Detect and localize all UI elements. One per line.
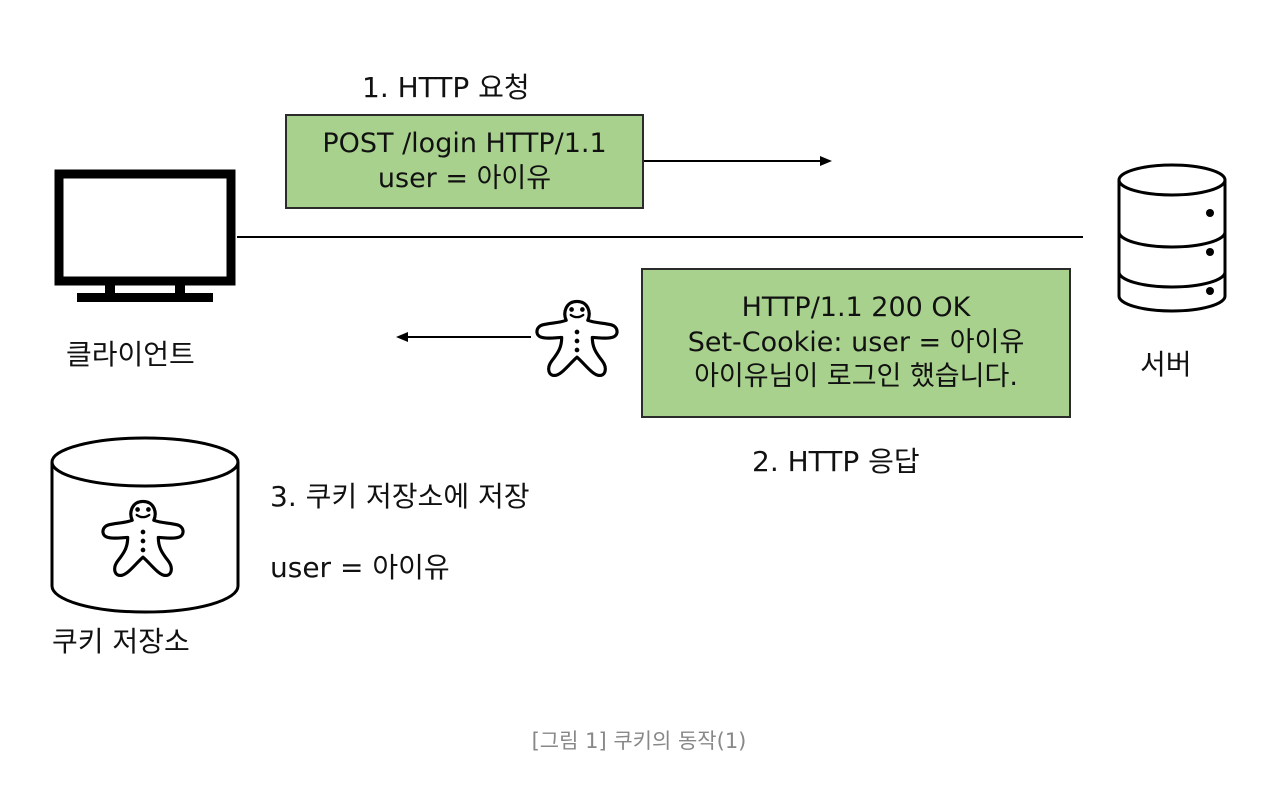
gingerbread-cookie-icon [101, 499, 185, 577]
connection-line [237, 236, 1083, 238]
request-arrow [644, 156, 832, 166]
cookie-store-step-label: 3. 쿠키 저장소에 저장 [270, 480, 530, 513]
server-icon [1117, 163, 1227, 313]
response-arrow [396, 332, 531, 342]
request-step-label: 1. HTTP 요청 [362, 71, 530, 104]
response-step-label: 2. HTTP 응답 [752, 445, 920, 478]
response-line: HTTP/1.1 200 OK [741, 292, 971, 324]
client-label: 클라이언트 [66, 338, 195, 371]
request-line: POST /login HTTP/1.1 [322, 127, 607, 159]
figure-caption: [그림 1] 쿠키의 동작(1) [531, 729, 747, 753]
stored-cookie-value: user = 아이유 [270, 551, 450, 584]
gingerbread-cookie-icon [535, 299, 619, 377]
response-line: 아이유님이 로그인 했습니다. [694, 361, 1018, 393]
response-message-box: HTTP/1.1 200 OK Set-Cookie: user = 아이유 아… [641, 268, 1071, 418]
response-line: Set-Cookie: user = 아이유 [687, 326, 1025, 358]
cookie-store-label: 쿠키 저장소 [52, 625, 190, 658]
monitor-icon [54, 169, 236, 302]
request-message-box: POST /login HTTP/1.1 user = 아이유 [285, 114, 644, 209]
request-line: user = 아이유 [377, 162, 552, 194]
server-label: 서버 [1140, 348, 1192, 381]
